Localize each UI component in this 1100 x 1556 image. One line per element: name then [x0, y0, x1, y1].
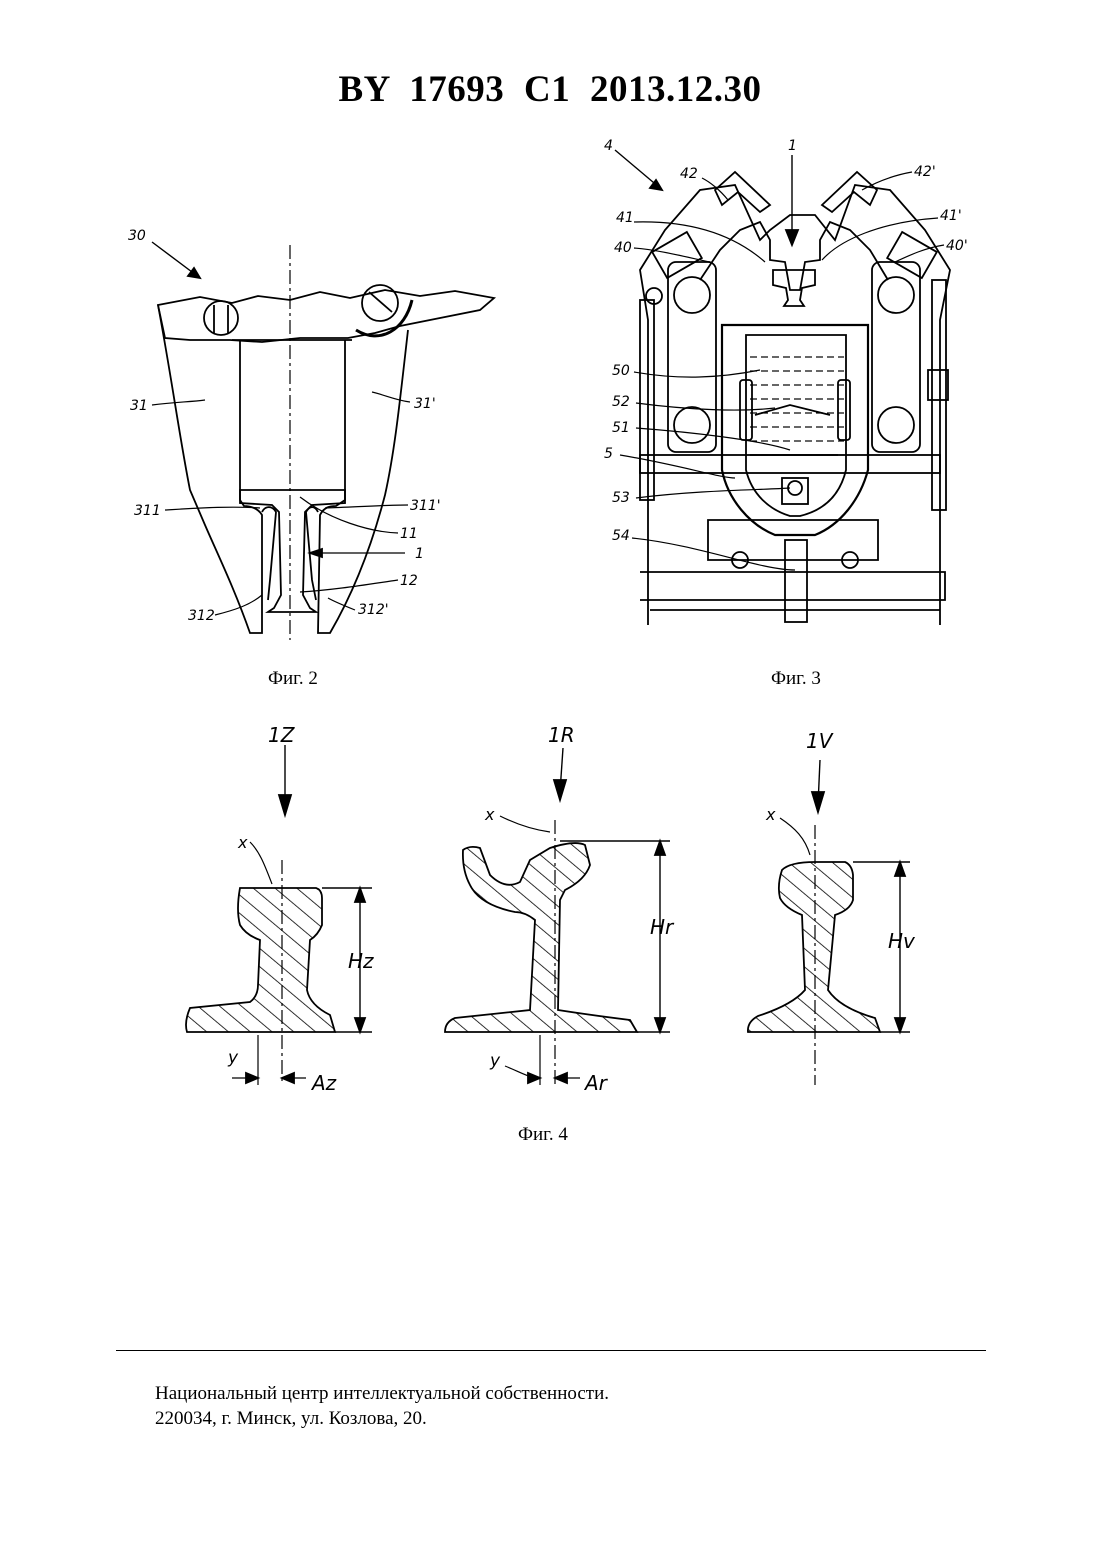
fig3-label-4: 4 [604, 138, 613, 154]
fig2-label-311p: 311' [410, 498, 441, 514]
fig3-label-51: 51 [612, 420, 630, 436]
fig4-label-hr: Hr [650, 915, 675, 939]
fig2-label-311: 311 [134, 503, 161, 519]
fig3-label-41: 41 [616, 210, 634, 226]
fig2-label-12: 12 [400, 573, 418, 589]
footer-line-2: 220034, г. Минск, ул. Козлова, 20. [155, 1406, 609, 1431]
fig2-label-1: 1 [415, 546, 424, 562]
figure-2-rail-clamp [152, 242, 494, 640]
fig4-label-1r: 1R [548, 723, 575, 747]
fig2-label-312: 312 [188, 608, 215, 624]
figure-3-caption: Фиг. 3 [771, 668, 821, 690]
fig3-label-42p: 42' [914, 164, 936, 180]
fig3-label-52: 52 [612, 394, 630, 410]
figure-2-caption: Фиг. 2 [268, 668, 318, 690]
fig2-label-312p: 312' [358, 602, 389, 618]
figure-2-labels: 30 31 31' 311 311' 11 1 12 312 312' [128, 228, 441, 624]
fig3-label-54: 54 [612, 528, 630, 544]
fig4-label-1v: 1V [806, 729, 834, 753]
fig2-label-30: 30 [128, 228, 146, 244]
fig4-label-x-r: x [484, 805, 495, 824]
fig4-label-x-z: x [237, 833, 248, 852]
fig2-label-11: 11 [400, 526, 418, 542]
fig3-label-5: 5 [604, 446, 613, 462]
fig3-label-53: 53 [612, 490, 630, 506]
figure-4-rail-1z [186, 745, 372, 1085]
fig3-label-1: 1 [788, 138, 797, 154]
fig3-label-42: 42 [680, 166, 698, 182]
fig4-label-x-v: x [765, 805, 776, 824]
footer-line-1: Национальный центр интеллектуальной собс… [155, 1381, 609, 1406]
fig4-label-hz: Hz [348, 949, 374, 973]
fig3-label-50: 50 [612, 363, 630, 379]
fig3-label-41p: 41' [940, 208, 962, 224]
fig4-label-y-z: y [227, 1048, 239, 1068]
fig3-label-40: 40 [614, 240, 632, 256]
figure-4-caption: Фиг. 4 [518, 1124, 568, 1146]
fig3-label-40p: 40' [946, 238, 968, 254]
footer-divider [116, 1350, 986, 1351]
footer: Национальный центр интеллектуальной собс… [155, 1381, 609, 1431]
fig4-label-1z: 1Z [268, 723, 296, 747]
fig2-label-31: 31 [130, 398, 148, 414]
figure-3-labels: 4 1 42 42' 41 41' 40 40' 50 52 51 5 53 5… [604, 138, 968, 544]
figure-4-rail-1r [445, 748, 670, 1085]
fig4-label-az: Az [310, 1071, 337, 1095]
figure-3-gripper-assembly [615, 150, 950, 625]
fig4-label-ar: Ar [583, 1071, 609, 1095]
fig4-label-hv: Hv [888, 929, 916, 953]
fig4-label-y-r: y [489, 1051, 501, 1071]
fig2-label-31p: 31' [414, 396, 436, 412]
